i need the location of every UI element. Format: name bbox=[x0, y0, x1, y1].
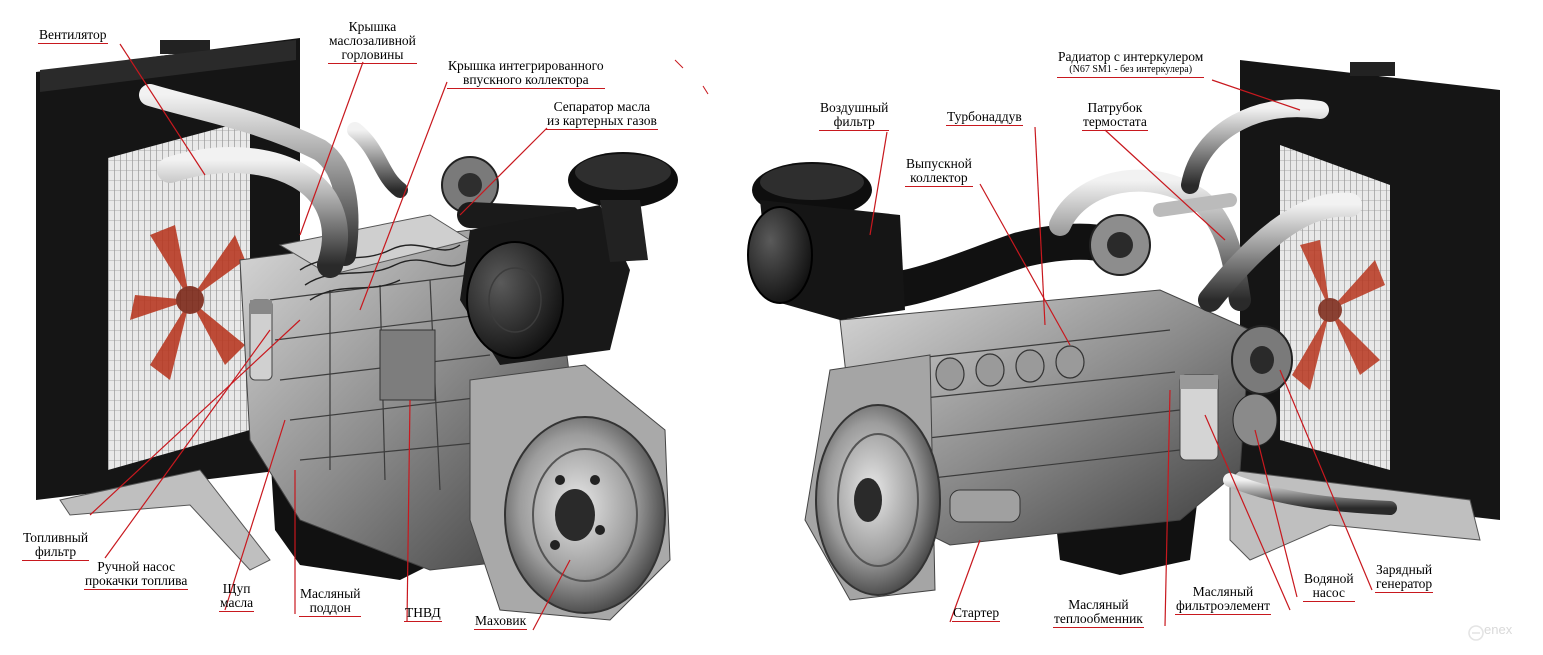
left-intake-pipe bbox=[139, 84, 359, 266]
right-fan bbox=[1292, 240, 1385, 390]
left-fan bbox=[130, 225, 245, 380]
label-alternator: Зарядный генератор bbox=[1375, 562, 1434, 593]
label-exhaust-manifold: Выпускной коллектор bbox=[905, 156, 973, 187]
leader-lines bbox=[89, 43, 1373, 631]
label-turbocharger: Турбонаддув bbox=[946, 109, 1023, 126]
enex-logo-icon bbox=[1468, 625, 1484, 641]
label-oil-cooler: Масляный теплообменник bbox=[1053, 597, 1144, 628]
watermark-text: enex bbox=[1484, 622, 1513, 637]
label-water-pump: Водяной насос bbox=[1303, 571, 1355, 602]
label-radiator-intercooler: Радиатор с интеркулером (N67 SM1 - без и… bbox=[1057, 50, 1205, 78]
label-oil-separator: Сепаратор масла из картерных газов bbox=[546, 99, 658, 130]
right-air-filter bbox=[747, 162, 905, 320]
left-engine-view bbox=[36, 38, 678, 621]
label-injection-pump: ТНВД bbox=[404, 605, 442, 622]
label-hand-fuel-pump: Ручной насос прокачки топлива bbox=[84, 559, 189, 590]
left-flywheel bbox=[504, 416, 666, 614]
label-thermostat-pipe: Патрубок термостата bbox=[1082, 100, 1148, 131]
label-fan: Вентилятор bbox=[38, 27, 108, 44]
label-starter: Стартер bbox=[952, 605, 1001, 622]
label-intake-manifold-cover: Крышка интегрированного впускного коллек… bbox=[447, 58, 605, 89]
label-dipstick: Щуп масла bbox=[219, 581, 255, 612]
label-oil-pan: Масляный поддон bbox=[299, 586, 362, 617]
right-flywheel bbox=[815, 404, 941, 596]
label-fuel-filter: Топливный фильтр bbox=[22, 530, 90, 561]
label-oil-filter-element: Масляный фильтроэлемент bbox=[1175, 584, 1272, 615]
right-engine-view bbox=[747, 60, 1500, 601]
label-air-filter: Воздушный фильтр bbox=[819, 100, 890, 131]
label-flywheel: Маховик bbox=[474, 613, 528, 630]
label-oil-filler-cap: Крышка маслозаливной горловины bbox=[328, 19, 417, 64]
left-air-filter bbox=[460, 152, 678, 365]
